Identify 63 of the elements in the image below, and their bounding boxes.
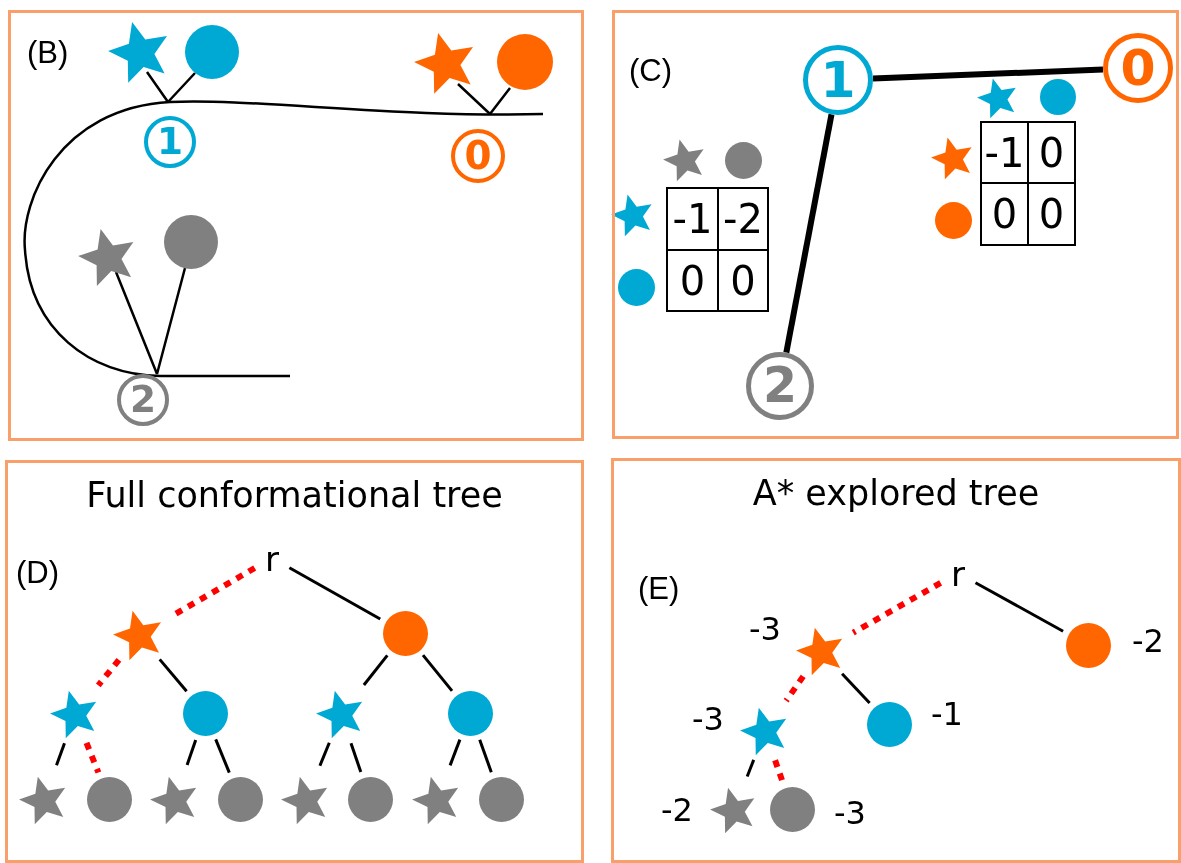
panel-label: (D) [16,555,60,591]
tree-edge-line [362,654,389,686]
root-label: r [258,544,286,572]
matrix-cell: 0 [980,182,1029,246]
circle-node [1065,622,1111,668]
tree-edge-line [841,672,871,705]
panel-label: (B) [27,35,69,71]
numbered-circle: 0 [451,129,505,183]
dotted-path-line [783,674,806,703]
tree-edge-line [745,759,756,778]
numbered-circle: 2 [746,352,814,420]
circle-node [182,690,228,736]
tree-edge-line [783,113,835,354]
circle-node [382,610,428,656]
score-label: -1 [931,695,963,733]
score-label: -3 [834,794,866,832]
panel-frame [611,458,1181,863]
tree-edge-line [55,742,66,766]
score-label: -2 [1132,622,1164,660]
circle-node [447,690,493,736]
numbered-circle: 1 [144,116,196,168]
tree-edge-line [318,742,331,767]
circle-node [478,776,524,822]
matrix-cell: 0 [666,249,719,312]
circle-node [866,701,912,747]
tree-edge-line [421,654,454,692]
numbered-circle: 1 [803,45,873,115]
tree-edge-line [158,658,188,693]
numbered-circle: 0 [1103,33,1173,103]
tree-edge-line [349,742,363,773]
matrix-cell: -1 [666,187,719,251]
tree-edge-line [478,739,493,773]
matrix-cell: -2 [717,187,769,251]
score-label: -3 [749,610,781,648]
panel-title: Full conformational tree [85,475,504,515]
tree-edge-line [214,738,231,774]
dotted-path-line [772,759,786,784]
panel-title: A* explored tree [751,473,1041,513]
matrix-cell: -1 [980,121,1029,184]
dotted-path-line [851,580,943,636]
numbered-circle: 2 [117,374,169,426]
panel-frame [8,10,584,441]
panel-frame [612,10,1179,439]
panel-label: (C) [629,53,673,89]
matrix-cell: 0 [1027,182,1076,246]
panel-label: (E) [638,571,680,607]
tree-edge-line [872,66,1104,82]
circle-node [86,776,132,822]
score-label: -3 [692,700,724,738]
dotted-path-line [83,741,102,774]
score-label: -2 [661,791,693,829]
root-label: r [944,559,972,587]
matrix-cell: 0 [1027,121,1076,184]
circle-node [769,786,815,832]
tree-edge-line [448,739,462,766]
tree-edge-line [288,566,381,621]
circle-node [347,776,393,822]
matrix-cell: 0 [717,249,769,312]
tree-edge-line [185,739,198,766]
circle-node [217,776,263,822]
panel-frame [5,460,584,863]
dotted-path-line [95,658,122,688]
tree-edge-line [974,581,1064,633]
